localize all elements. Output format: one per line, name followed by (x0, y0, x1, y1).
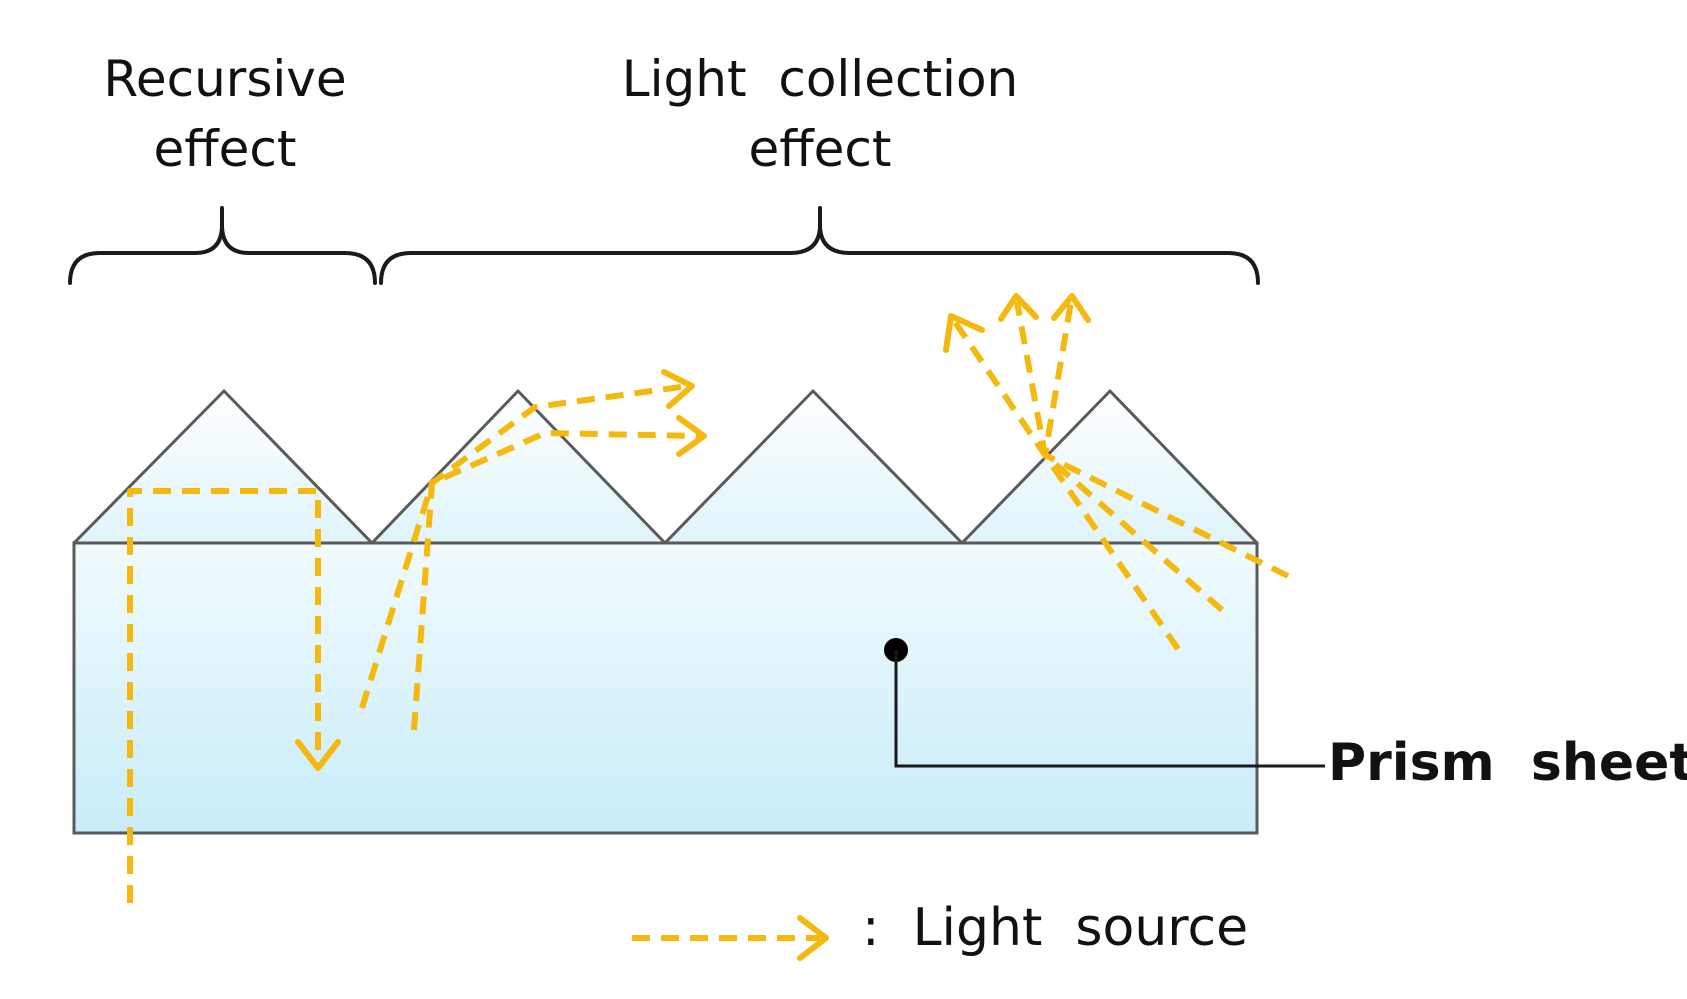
pointer-line (894, 650, 1325, 768)
light-collection-effect-label: Light collection effect (575, 44, 1065, 184)
prism-triangles (72, 389, 1259, 545)
collection-label-line2: effect (748, 120, 892, 178)
recursive-brace (68, 206, 377, 285)
light-rays (127, 301, 1290, 903)
collection-arrowhead-a (661, 369, 695, 409)
collection-ray-b (411, 430, 701, 731)
recursive-label-line1: Recursive (103, 50, 347, 108)
prism-sheet-body (72, 541, 1259, 835)
prism-peak-2 (370, 389, 667, 545)
collection-ray-a (359, 383, 689, 709)
fan-arrowhead-3 (1051, 293, 1091, 323)
prism-sheet-label: Prism sheet (1328, 733, 1687, 793)
legend-label: : Light source (862, 898, 1249, 958)
fan-arrowhead-1 (943, 313, 985, 353)
prism-peak-4 (960, 389, 1259, 545)
prism-peak-1 (72, 389, 374, 545)
fan-arrowhead-2 (998, 293, 1039, 322)
recursive-effect-label: Recursive effect (75, 44, 375, 184)
fan-ray-3 (1042, 301, 1290, 579)
prism-sheet-pointer (884, 638, 1325, 768)
prism-peak-3 (663, 389, 964, 545)
recursive-ray (127, 488, 321, 903)
collection-label-line1: Light collection (621, 50, 1019, 108)
legend-arrow (632, 915, 829, 961)
legend-arrow-head (797, 915, 829, 961)
recursive-arrowhead (295, 739, 341, 771)
arrowheads (295, 293, 1091, 771)
light-collection-brace (379, 206, 1260, 285)
recursive-label-line2: effect (153, 120, 297, 178)
collection-arrowhead-b (676, 415, 707, 457)
